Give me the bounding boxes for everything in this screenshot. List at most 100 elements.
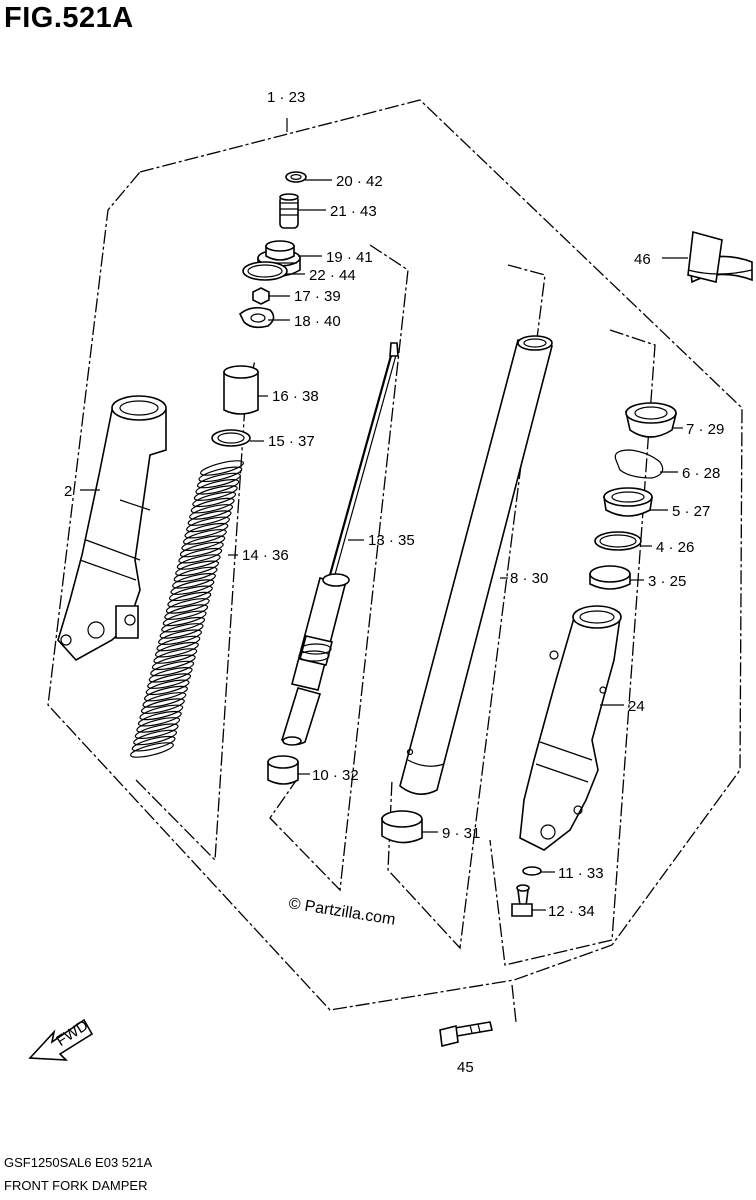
spring-coil [184, 522, 229, 539]
spring-coil [173, 566, 218, 583]
part-11-gasket[interactable] [522, 866, 542, 876]
group-outline-spring [135, 359, 256, 862]
callout-5: 5 · 27 [672, 503, 710, 520]
spring-coil [187, 510, 232, 526]
callout-3: 3 · 25 [648, 573, 686, 590]
callout-6: 6 · 28 [682, 465, 720, 482]
spring-coil [189, 504, 234, 520]
callout-7: 7 · 29 [686, 421, 724, 438]
callout-17: 17 · 39 [294, 288, 341, 305]
part-4-oil-seal-retainer[interactable] [594, 531, 642, 551]
part-10-bushing[interactable] [267, 755, 299, 785]
part-8-inner-tube[interactable] [399, 335, 553, 795]
spring-coil [144, 685, 188, 702]
spring-coil [200, 460, 244, 476]
callout-12: 12 · 34 [548, 903, 595, 920]
part-15-spring-seat[interactable] [211, 429, 251, 447]
callout-13: 13 · 35 [368, 532, 415, 549]
leader-bolt-45 [511, 984, 517, 1023]
callout-15: 15 · 37 [268, 433, 315, 450]
watermark: © Partzilla.com [287, 895, 396, 929]
part-24-outer-tube-right[interactable] [519, 605, 622, 851]
spring-coil [170, 579, 215, 595]
spring-coil [181, 535, 226, 552]
spring-coil [168, 585, 213, 602]
callout-46: 46 [634, 251, 651, 268]
part-20-clip[interactable] [285, 171, 307, 183]
part-22-o-ring[interactable] [242, 261, 288, 281]
spring-coil [178, 547, 223, 564]
spring-coil [165, 598, 210, 614]
spring-coil [145, 679, 190, 696]
spring-coil [133, 729, 178, 746]
part-5-oil-seal[interactable] [603, 487, 653, 517]
spring-coil [176, 554, 221, 570]
spring-coil [186, 516, 230, 533]
part-3-guide-bushing[interactable] [589, 565, 631, 590]
spring-coil [148, 666, 193, 683]
spring-coil [172, 572, 216, 589]
part-18-washer[interactable] [239, 306, 275, 329]
spring-coil [192, 491, 237, 508]
group-outline-lower-leg [489, 329, 656, 966]
spring-coil [195, 478, 240, 495]
part-9-slide-bushing[interactable] [381, 810, 423, 844]
part-2-outer-tube-left[interactable] [57, 395, 167, 662]
part-13-damper-rod[interactable] [281, 342, 399, 746]
spring-coil [167, 591, 212, 608]
spring-coil [175, 560, 220, 577]
callout-21: 21 · 43 [330, 203, 377, 220]
part-6-stopper-ring[interactable] [614, 449, 664, 479]
spring-coil [159, 623, 204, 639]
callout-9: 9 · 31 [442, 825, 480, 842]
callout-20: 20 · 42 [336, 173, 383, 190]
callout-10: 10 · 32 [312, 767, 359, 784]
spring-coil [130, 742, 174, 758]
part-45-axle-bolt[interactable] [439, 1021, 493, 1047]
callout-11: 11 · 33 [558, 865, 604, 882]
part-46-fork-guard[interactable] [687, 230, 753, 284]
callout-14: 14 · 36 [242, 547, 289, 564]
callout-22: 22 · 44 [309, 267, 356, 284]
figure-caption: FRONT FORK DAMPER [4, 1178, 148, 1193]
spring-coil [137, 710, 182, 727]
spring-coil [158, 629, 202, 646]
figure-title: FIG.521A [4, 2, 134, 34]
spring-coil [131, 735, 176, 752]
spring-coil [179, 541, 224, 558]
callout-8: 8 · 30 [510, 570, 548, 587]
spring-coil [153, 648, 198, 664]
part-12-bolt[interactable] [511, 884, 533, 917]
spring-coil [151, 654, 196, 671]
spring-coil [136, 717, 181, 733]
model-code: GSF1250SAL6 E03 521A [4, 1155, 153, 1170]
spring-coil [147, 673, 192, 689]
spring-coil [164, 604, 209, 620]
part-17-nut[interactable] [252, 287, 270, 305]
spring-coil [156, 635, 201, 652]
spring-coil [154, 641, 199, 658]
spring-coil [142, 692, 187, 708]
spring-coil [139, 704, 184, 721]
spring-coil [182, 529, 227, 545]
fwd-arrow-icon: FWD [28, 1017, 94, 1061]
part-16-spacer[interactable] [223, 365, 259, 415]
spring-coil [193, 485, 238, 501]
spring-coil [162, 610, 207, 627]
callout-45: 45 [457, 1059, 474, 1076]
part-14-fork-spring[interactable] [129, 458, 244, 760]
callout-24: 24 [628, 698, 645, 715]
part-21-adjuster[interactable] [279, 193, 299, 229]
callout-1: 1 · 23 [267, 89, 305, 106]
spring-coil [150, 660, 195, 677]
callout-2: 2 [64, 483, 72, 500]
spring-coil [196, 472, 241, 489]
callout-19: 19 · 41 [326, 249, 373, 266]
spring-coil [161, 616, 206, 633]
part-7-dust-seal[interactable] [624, 402, 678, 438]
callout-16: 16 · 38 [272, 388, 319, 405]
spring-coil [190, 497, 235, 514]
callout-4: 4 · 26 [656, 539, 694, 556]
group-outline-damper-rod [269, 244, 409, 892]
